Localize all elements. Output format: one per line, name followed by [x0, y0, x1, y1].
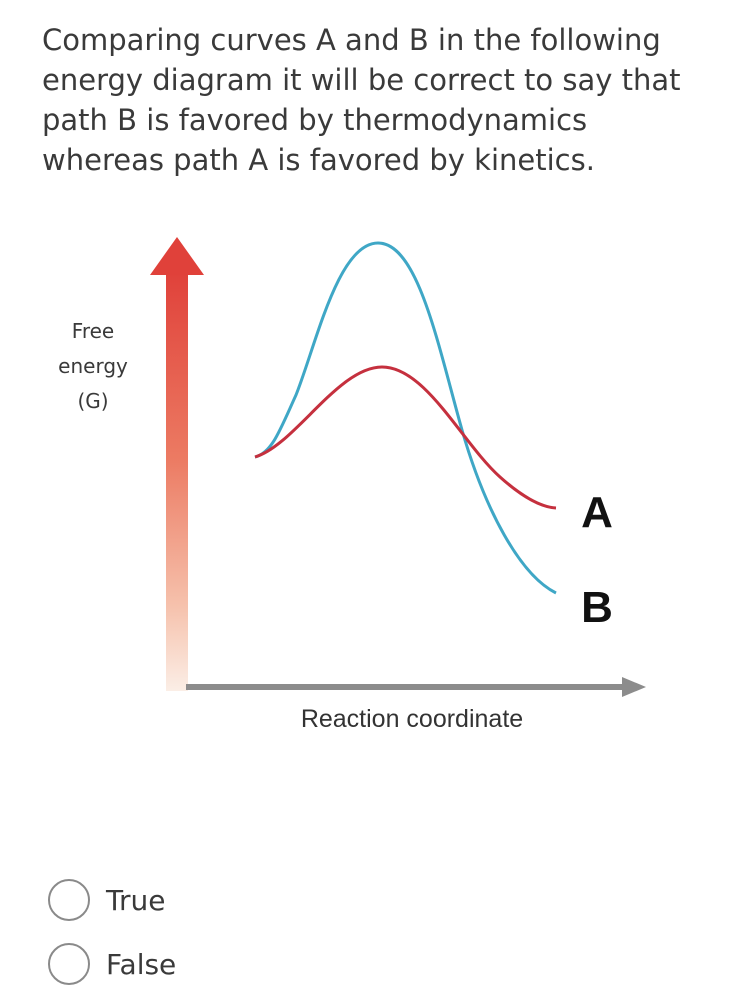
option-false-label: False: [106, 947, 177, 981]
option-false[interactable]: False: [48, 942, 176, 986]
y-axis-label-line3: (G): [77, 389, 108, 413]
y-axis-label-line2: energy: [58, 354, 128, 378]
curve-a: [254, 365, 557, 510]
answer-options: True False: [48, 878, 176, 1006]
x-axis-arrowhead: [622, 677, 646, 697]
curve-b: [254, 241, 557, 595]
curve-b-label: B: [581, 583, 613, 632]
question-text: Comparing curves A and B in the followin…: [42, 23, 681, 177]
x-axis-label: Reaction coordinate: [301, 705, 523, 733]
energy-diagram: Free energy (G) Reaction coordinate A B: [58, 237, 646, 733]
x-axis-bar: [186, 684, 624, 690]
y-axis-bar: [166, 271, 188, 691]
y-axis-label-line1: Free: [72, 319, 114, 343]
radio-button-false[interactable]: [48, 943, 90, 985]
radio-button-true[interactable]: [48, 879, 90, 921]
option-true[interactable]: True: [48, 878, 176, 922]
y-axis-arrowhead: [150, 237, 204, 275]
curve-a-label: A: [581, 488, 613, 537]
option-true-label: True: [106, 883, 166, 917]
